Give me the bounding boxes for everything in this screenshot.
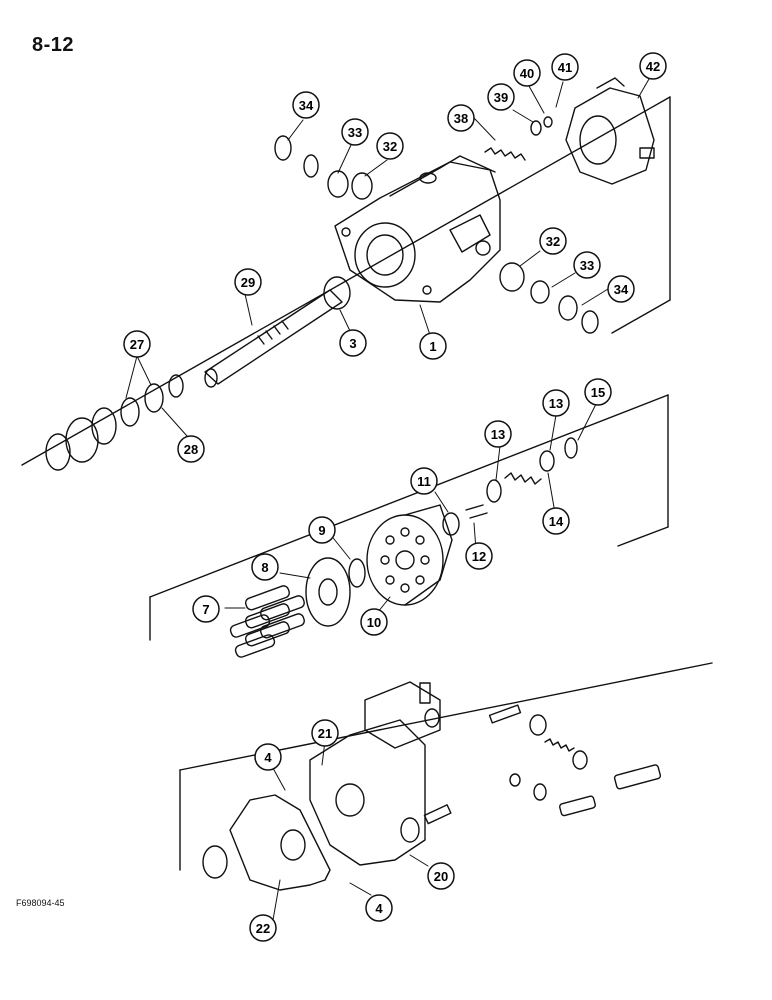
callout-28: 28 [177, 435, 205, 463]
callout-29-label: 29 [241, 275, 255, 290]
callout-1-label: 1 [429, 339, 436, 354]
callout-4-top: 4 [254, 743, 282, 771]
leader-lines [125, 78, 650, 921]
callout-12: 12 [465, 542, 493, 570]
callout-32-lower: 32 [539, 227, 567, 255]
callout-13-left-label: 13 [491, 427, 505, 442]
callout-8: 8 [251, 553, 279, 581]
callout-40: 40 [513, 59, 541, 87]
callout-33-top-label: 33 [348, 125, 362, 140]
callout-29: 29 [234, 268, 262, 296]
callout-15-label: 15 [591, 385, 605, 400]
callout-3: 3 [339, 329, 367, 357]
callout-21-label: 21 [318, 726, 332, 741]
callout-11-label: 11 [417, 474, 431, 489]
callout-21: 21 [311, 719, 339, 747]
page-number: 8-12 [32, 34, 75, 56]
callout-14-label: 14 [549, 514, 564, 529]
callout-12-label: 12 [472, 549, 486, 564]
end-cap-part [309, 719, 426, 866]
swash-plate-part [305, 557, 366, 627]
callout-32-top-label: 32 [383, 139, 397, 154]
callout-20-label: 20 [434, 869, 448, 884]
callout-41: 41 [551, 53, 579, 81]
callout-27-label: 27 [130, 337, 144, 352]
callout-14: 14 [542, 507, 570, 535]
relief-spring-parts [484, 116, 553, 161]
callout-15: 15 [584, 378, 612, 406]
callout-1: 1 [419, 332, 447, 360]
callout-22-label: 22 [256, 921, 270, 936]
plugs-part [202, 804, 452, 879]
rotating-group-frame [149, 394, 669, 641]
callout-10-label: 10 [367, 615, 381, 630]
spring-assembly-parts [442, 437, 578, 536]
gasket-part [229, 794, 331, 891]
callout-39-label: 39 [494, 90, 508, 105]
callout-3-label: 3 [349, 336, 356, 351]
callout-13-right-label: 13 [549, 396, 563, 411]
callout-13-left: 13 [484, 420, 512, 448]
callout-7-label: 7 [202, 602, 209, 617]
rear-cover-part [565, 77, 655, 185]
callout-34-lower-label: 34 [614, 282, 629, 297]
callout-33-lower-label: 33 [580, 258, 594, 273]
callout-28-label: 28 [184, 442, 198, 457]
callout-41-label: 41 [558, 60, 572, 75]
callout-34-lower: 34 [607, 275, 635, 303]
cylinder-block-part [366, 504, 453, 606]
callout-4-bottom: 4 [365, 894, 393, 922]
callout-38-label: 38 [454, 111, 468, 126]
callout-38: 38 [447, 104, 475, 132]
drive-shaft-part [204, 289, 343, 388]
callout-7: 7 [192, 595, 220, 623]
callout-11: 11 [410, 467, 438, 495]
callout-33-lower: 33 [573, 251, 601, 279]
top-seal-parts [274, 135, 599, 334]
callout-39: 39 [487, 83, 515, 111]
callout-40-label: 40 [520, 66, 534, 81]
callout-27: 27 [123, 330, 151, 358]
callout-4-top-label: 4 [264, 750, 272, 765]
callout-10: 10 [360, 608, 388, 636]
callout-34-top-label: 34 [299, 98, 314, 113]
control-valve-parts [488, 704, 662, 817]
callout-42: 42 [639, 52, 667, 80]
callout-20: 20 [427, 862, 455, 890]
callout-33-top: 33 [341, 118, 369, 146]
callout-9: 9 [308, 516, 336, 544]
figure-id: F698094-45 [16, 898, 65, 908]
callout-42-label: 42 [646, 59, 660, 74]
callout-4-bottom-label: 4 [375, 901, 383, 916]
pump-housing-part [334, 155, 501, 303]
callout-13-right: 13 [542, 389, 570, 417]
front-seal-parts [45, 374, 184, 471]
pistons-part [229, 585, 305, 658]
callout-34-top: 34 [292, 91, 320, 119]
callout-8-label: 8 [261, 560, 268, 575]
callout-9-label: 9 [318, 523, 325, 538]
compensator-body-part [364, 681, 441, 749]
callout-32-lower-label: 32 [546, 234, 560, 249]
callout-22: 22 [249, 914, 277, 942]
callout-32-top: 32 [376, 132, 404, 160]
